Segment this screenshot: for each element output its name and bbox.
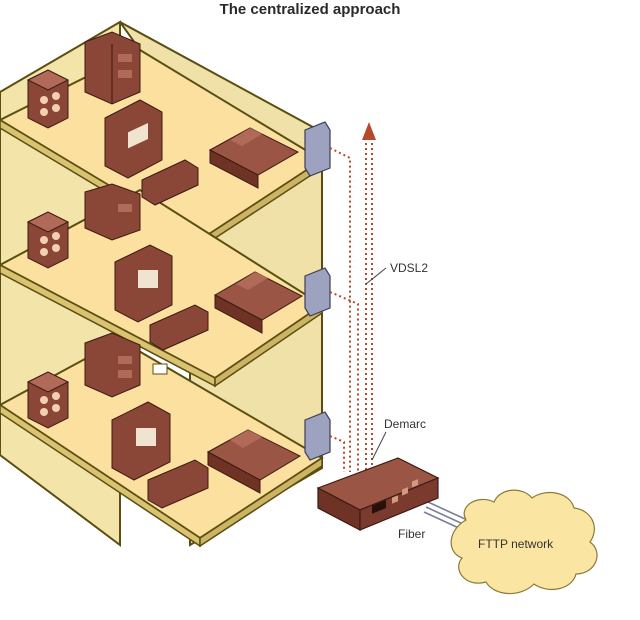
middle-modem-icon bbox=[304, 267, 331, 317]
sofa-icon bbox=[149, 304, 209, 351]
bed-icon bbox=[208, 127, 300, 189]
demarc-device bbox=[316, 457, 440, 531]
bottom-floor-side bbox=[199, 456, 323, 548]
top-floor-furniture bbox=[26, 31, 300, 206]
bookshelf-icon bbox=[84, 183, 141, 241]
bookshelf-icon bbox=[84, 332, 141, 398]
stove-icon bbox=[26, 371, 70, 429]
entertainment-center-icon bbox=[114, 244, 173, 323]
window bbox=[152, 363, 168, 375]
entertainment-center-icon bbox=[104, 99, 163, 179]
sofa-icon bbox=[147, 459, 209, 509]
middle-floor-furniture bbox=[26, 183, 304, 351]
bottom-modem-icon bbox=[304, 411, 331, 461]
bottom-floor-furniture bbox=[26, 332, 302, 509]
sofa-icon bbox=[141, 159, 199, 206]
fttp-cloud bbox=[450, 489, 598, 595]
diagram-title: The centralized approach bbox=[219, 1, 401, 18]
middle-floor-side bbox=[214, 303, 323, 388]
vdsl2-cables bbox=[329, 140, 373, 475]
bed-icon bbox=[213, 271, 304, 334]
stove-icon bbox=[26, 211, 70, 269]
bookshelf-icon bbox=[84, 31, 141, 105]
demarc-label: Demarc bbox=[384, 417, 427, 431]
top-modem-icon bbox=[304, 121, 331, 177]
fttp-network-label: FTTP network bbox=[478, 537, 554, 551]
entertainment-center-icon bbox=[111, 401, 171, 481]
vdsl2-label: VDSL2 bbox=[390, 261, 429, 275]
upward-arrow-icon bbox=[362, 122, 376, 140]
bed-icon bbox=[206, 429, 302, 494]
stove-icon bbox=[26, 69, 70, 129]
fiber-label: Fiber bbox=[398, 527, 426, 541]
